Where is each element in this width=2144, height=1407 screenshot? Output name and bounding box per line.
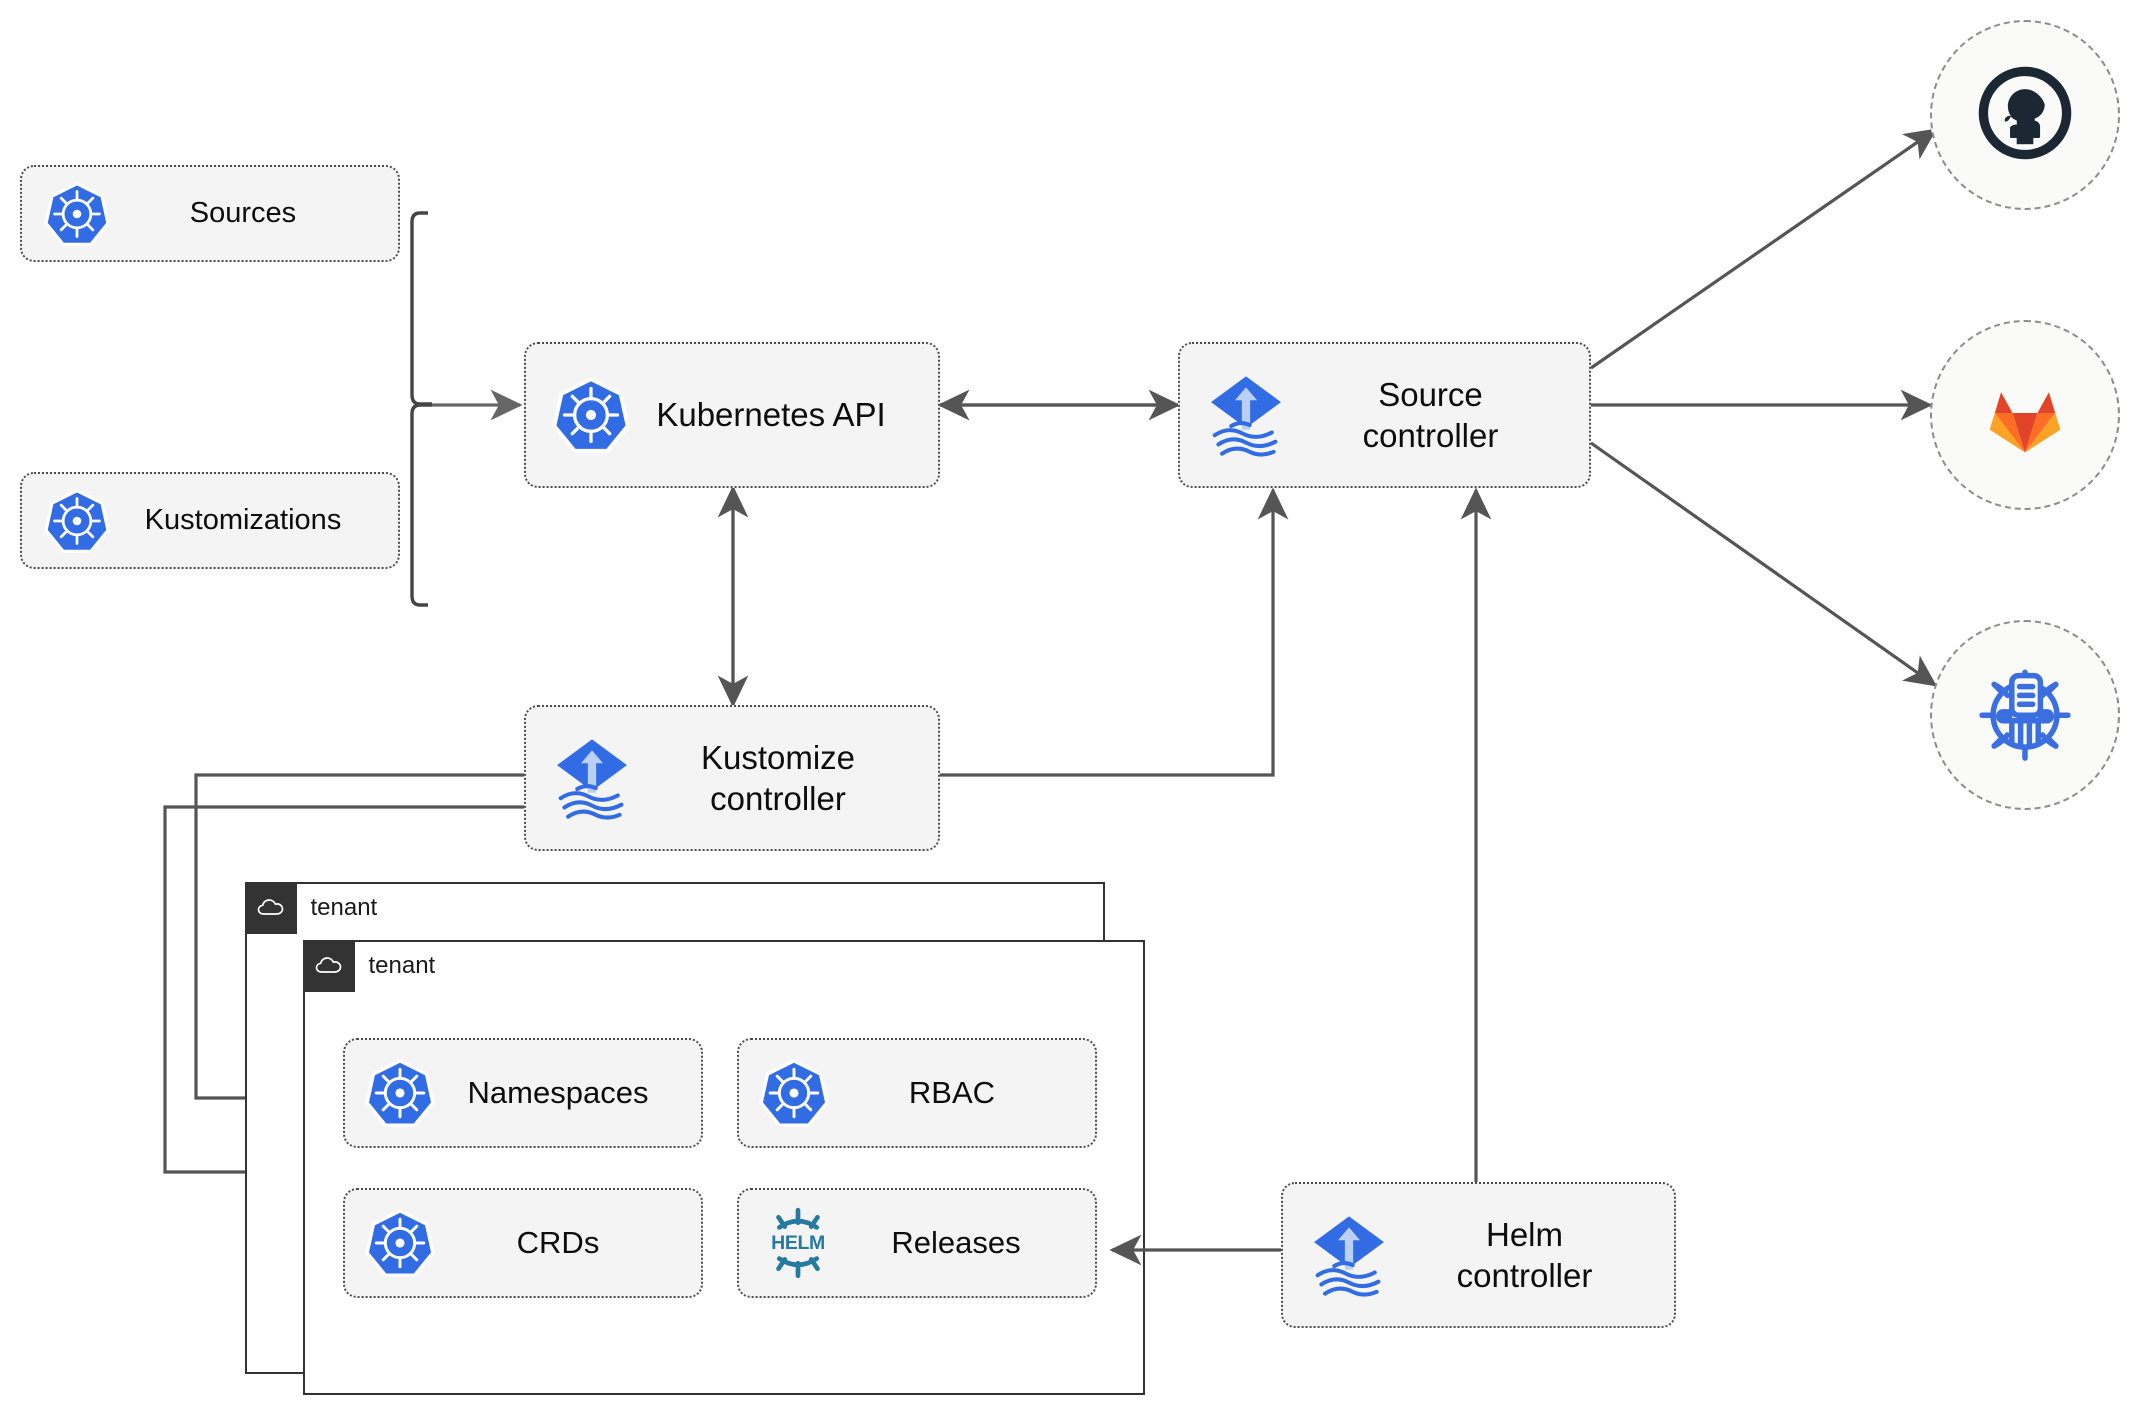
helm-icon: HELM: [759, 1204, 837, 1282]
node-kustomize-controller-label: Kustomize controller: [700, 738, 856, 817]
node-sources-label: Sources: [189, 197, 297, 230]
node-sources[interactable]: Sources: [20, 165, 400, 262]
node-helm-controller-label: Helm controller: [1456, 1215, 1593, 1294]
node-kustomizations-label: Kustomizations: [144, 504, 342, 537]
github-icon: [1973, 61, 2077, 170]
node-releases[interactable]: HELM Releases: [737, 1188, 1097, 1298]
cloud-icon: [302, 939, 355, 992]
node-source-controller[interactable]: Source controller: [1178, 342, 1591, 488]
svg-text:HELM: HELM: [771, 1232, 825, 1254]
node-namespaces[interactable]: Namespaces: [343, 1038, 703, 1148]
provider-github[interactable]: [1930, 20, 2120, 210]
flux-icon: [1303, 1209, 1395, 1301]
kubernetes-icon: [552, 376, 630, 454]
bucket-icon: [1970, 658, 2080, 773]
node-kustomize-controller[interactable]: Kustomize controller: [524, 705, 940, 851]
kubernetes-icon: [44, 181, 110, 247]
node-kustomizations[interactable]: Kustomizations: [20, 472, 400, 569]
flux-icon: [546, 732, 638, 824]
node-releases-label: Releases: [891, 1224, 1021, 1260]
tenant-outer-header: tenant: [244, 881, 378, 934]
node-kubernetes-api[interactable]: Kubernetes API: [524, 342, 940, 488]
tenant-outer-label: tenant: [310, 893, 378, 921]
node-rbac[interactable]: RBAC: [737, 1038, 1097, 1148]
node-crds[interactable]: CRDs: [343, 1188, 703, 1298]
node-helm-controller[interactable]: Helm controller: [1281, 1182, 1676, 1328]
tenant-inner-header: tenant: [302, 939, 436, 992]
kubernetes-icon: [44, 488, 110, 554]
provider-gitlab[interactable]: [1930, 320, 2120, 510]
gitlab-icon: [1973, 361, 2077, 470]
node-kubernetes-api-label: Kubernetes API: [656, 396, 886, 434]
tenant-box-inner[interactable]: tenant: [302, 939, 1145, 1395]
kubernetes-icon: [365, 1058, 435, 1128]
node-rbac-label: RBAC: [908, 1074, 996, 1110]
flux-icon: [1200, 369, 1292, 461]
kubernetes-icon: [759, 1058, 829, 1128]
provider-bucket[interactable]: [1930, 620, 2120, 810]
tenant-inner-label: tenant: [368, 951, 436, 979]
node-source-controller-label: Source controller: [1362, 375, 1499, 454]
kubernetes-icon: [365, 1208, 435, 1278]
cloud-icon: [244, 881, 297, 934]
node-crds-label: CRDs: [516, 1224, 600, 1260]
node-namespaces-label: Namespaces: [467, 1074, 649, 1110]
